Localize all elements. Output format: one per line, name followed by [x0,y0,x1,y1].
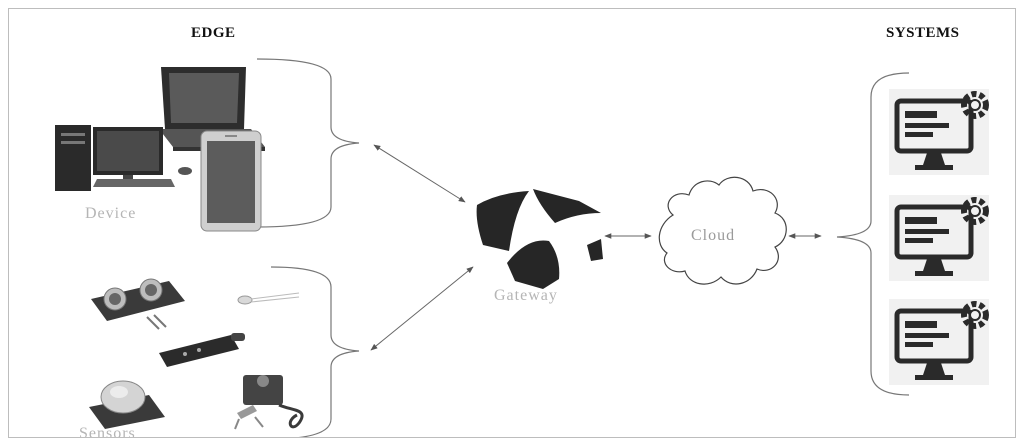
edge-heading: EDGE [191,25,236,41]
gateway-icon [476,189,603,289]
ir-sensor-module-icon [159,333,245,367]
device-label: Device [85,205,137,222]
device-gateway-arrow [373,144,466,203]
gateway-label: Gateway [494,287,558,304]
device-bracket [256,58,360,228]
cloud-icon [658,176,787,285]
systems-heading: SYSTEMS [886,25,960,41]
system-monitor-gear-icon-3 [889,299,989,385]
iot-architecture-diagram: EDGE SYSTEMS [8,8,1016,438]
diagram-graphics [55,58,989,437]
smartphone-icon [200,130,262,232]
system-monitor-gear-icon-1 [889,89,989,175]
sensors-bracket [270,266,360,437]
led-icon [237,292,300,305]
system-monitor-gear-icon-2 [889,195,989,281]
sensors-label: Sensors [79,425,136,438]
ultrasonic-sensor-icon [91,278,185,330]
desktop-computer-icon [55,125,192,191]
servo-motor-icon [234,375,304,430]
cloud-label: Cloud [691,227,736,244]
sensors-gateway-arrow [370,266,474,351]
systems-bracket [836,72,910,396]
pir-motion-sensor-icon [89,380,165,429]
